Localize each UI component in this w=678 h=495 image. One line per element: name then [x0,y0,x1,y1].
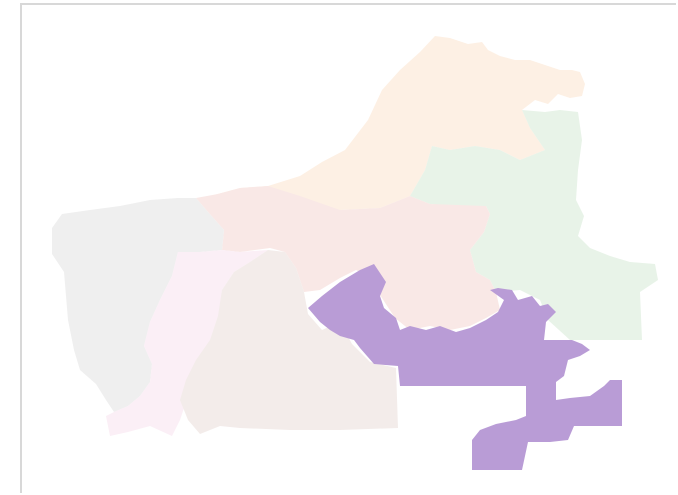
region-central-west[interactable] [106,250,268,436]
region-north[interactable] [210,36,585,210]
region-northeast[interactable] [410,110,658,340]
region-west[interactable] [52,198,224,412]
region-highlighted[interactable] [308,264,622,470]
region-south-central[interactable] [180,250,398,434]
region-central[interactable] [196,186,500,330]
